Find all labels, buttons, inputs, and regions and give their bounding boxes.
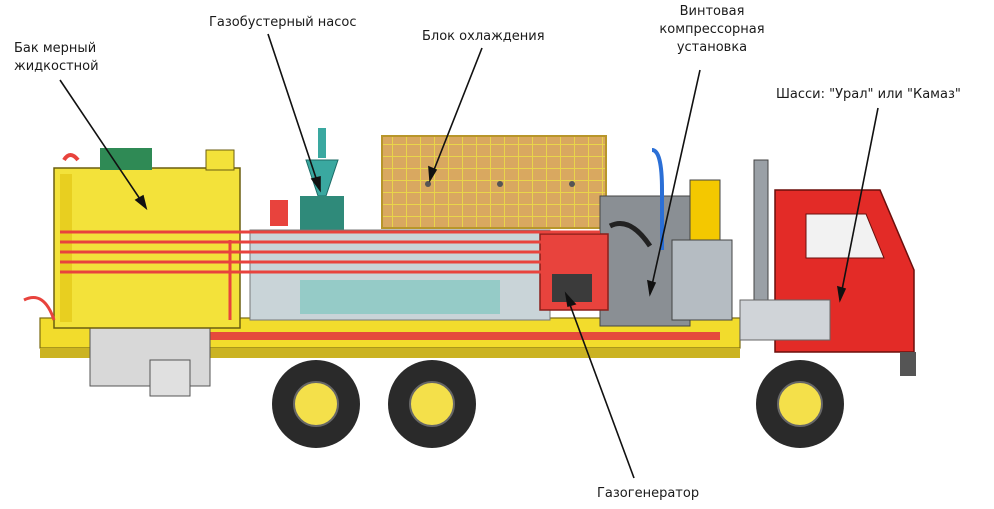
label-measuring-tank: Бак мерный жидкостной <box>14 40 99 76</box>
label-screw-compressor: Винтовая компрессорная установка <box>652 3 772 57</box>
label-screw-compressor-line1: Винтовая <box>679 4 745 19</box>
wheels <box>272 360 844 448</box>
exhaust-pipe <box>753 159 769 321</box>
leader-arrows <box>59 33 879 479</box>
wheel-rear-1 <box>272 360 360 448</box>
arrow-chassis <box>837 107 879 303</box>
chassis-frame <box>39 317 741 397</box>
booster-pump <box>270 128 344 236</box>
piping <box>23 230 600 321</box>
arrow-gasgen <box>564 291 635 479</box>
arrow-tank <box>59 79 148 211</box>
machinery <box>249 148 733 327</box>
label-measuring-tank-line1: Бак мерный <box>14 41 97 56</box>
label-cooling-block: Блок охлаждения <box>422 29 545 44</box>
label-chassis: Шасси: "Урал" или "Камаз" <box>776 87 961 102</box>
label-measuring-tank-line2: жидкостной <box>14 59 99 74</box>
label-screw-compressor-line3: установка <box>676 40 748 55</box>
wheel-rear-2 <box>388 360 476 448</box>
cooling-block <box>381 135 607 229</box>
arrow-cooling <box>428 47 483 183</box>
label-gas-generator: Газогенератор <box>597 486 700 501</box>
measuring-tank <box>53 148 241 329</box>
label-booster-pump: Газобустерный насос <box>209 15 357 30</box>
truck-cab <box>739 189 916 376</box>
arrow-booster <box>267 33 321 193</box>
wheel-front <box>756 360 844 448</box>
arrow-compressor <box>647 69 701 297</box>
label-screw-compressor-line2: компрессорная <box>659 22 765 37</box>
